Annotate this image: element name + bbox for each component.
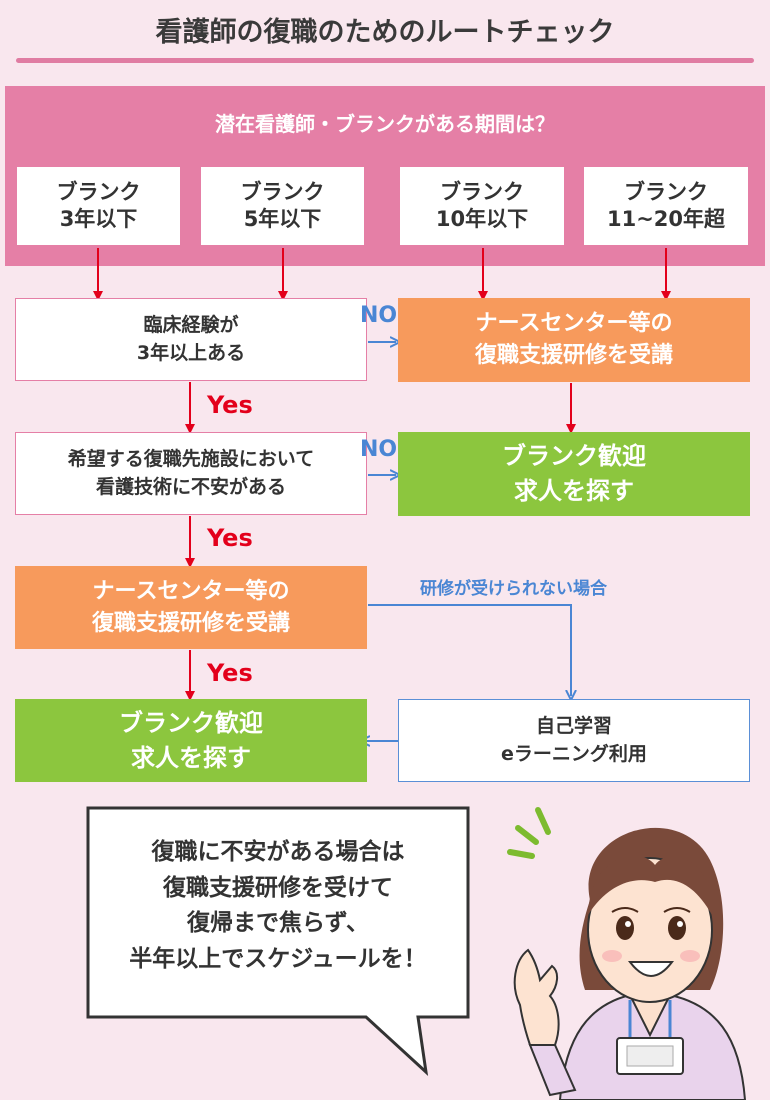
category-line1: ブランク bbox=[624, 179, 708, 204]
node-line: ナースセンター等の bbox=[475, 311, 673, 337]
category-line2: 5年以下 bbox=[243, 207, 322, 231]
category-blank-5y: ブランク 5年以下 bbox=[200, 166, 365, 246]
category-line2: 11~20年超 bbox=[606, 207, 726, 231]
node-welcome-jobs-left: ブランク歓迎 求人を探す bbox=[15, 699, 367, 782]
node-line: ナースセンター等の bbox=[92, 578, 290, 604]
category-blank-10y: ブランク 10年以下 bbox=[399, 166, 565, 246]
node-line: 看護技術に不安がある bbox=[95, 475, 286, 498]
node-line: 希望する復職先施設において bbox=[67, 447, 315, 470]
nurse-illustration bbox=[507, 807, 747, 1100]
advice-line: 復帰まで焦らず、 bbox=[187, 910, 369, 937]
node-line: 求人を探す bbox=[131, 743, 251, 772]
node-welcome-jobs-right: ブランク歓迎 求人を探す bbox=[398, 432, 750, 516]
page-title: 看護師の復職のためのルートチェック bbox=[155, 17, 615, 48]
sparkle-icon bbox=[507, 807, 551, 859]
label-no: NO bbox=[360, 437, 398, 462]
blank-period-question: 潜在看護師・ブランクがある期間は？ bbox=[215, 112, 555, 136]
node-line: 復職支援研修を受講 bbox=[474, 343, 673, 368]
node-training-right: ナースセンター等の 復職支援研修を受講 bbox=[398, 298, 750, 382]
category-line2: 10年以下 bbox=[435, 207, 529, 231]
node-line: 臨床経験が bbox=[143, 313, 239, 336]
category-blank-11-20y: ブランク 11~20年超 bbox=[583, 166, 749, 246]
label-yes: Yes bbox=[207, 524, 253, 552]
node-self-study: 自己学習 eラーニング利用 bbox=[398, 699, 750, 782]
label-training-unavailable: 研修が受けられない場合 bbox=[420, 579, 607, 599]
node-line: 求人を探す bbox=[514, 477, 634, 505]
node-line: 3年以上ある bbox=[136, 341, 246, 364]
advice-line: 復職に不安がある場合は bbox=[151, 839, 405, 865]
node-line: ブランク歓迎 bbox=[119, 708, 263, 737]
label-yes: Yes bbox=[207, 391, 253, 419]
node-line: ブランク歓迎 bbox=[502, 442, 646, 471]
smile bbox=[627, 961, 675, 977]
node-line: 復職支援研修を受講 bbox=[91, 610, 290, 636]
label-yes: Yes bbox=[207, 659, 253, 687]
node-training-left: ナースセンター等の 復職支援研修を受講 bbox=[15, 566, 367, 649]
arrow-training-fallback bbox=[368, 604, 571, 696]
face bbox=[587, 857, 713, 1003]
category-blank-3y: ブランク 3年以下 bbox=[16, 166, 181, 246]
category-line1: ブランク bbox=[56, 179, 141, 204]
node-line: eラーニング利用 bbox=[501, 742, 647, 765]
node-clinical-experience: 臨床経験が 3年以上ある bbox=[15, 298, 367, 381]
node-line: 自己学習 bbox=[535, 714, 612, 737]
advice-line: 復職支援研修を受けて bbox=[163, 874, 393, 901]
category-line1: ブランク bbox=[440, 179, 524, 204]
advice-message: 復職に不安がある場合は 復職支援研修を受けて 復帰まで焦らず、 半年以上でスケジ… bbox=[90, 835, 466, 978]
category-line2: 3年以下 bbox=[59, 207, 138, 231]
hand bbox=[513, 948, 560, 1046]
advice-line: 半年以上でスケジュールを！ bbox=[129, 945, 427, 972]
title-divider bbox=[16, 58, 754, 63]
node-technique-anxiety: 希望する復職先施設において 看護技術に不安がある bbox=[15, 432, 367, 515]
category-line1: ブランク bbox=[240, 179, 325, 204]
label-no: NO bbox=[360, 303, 398, 328]
